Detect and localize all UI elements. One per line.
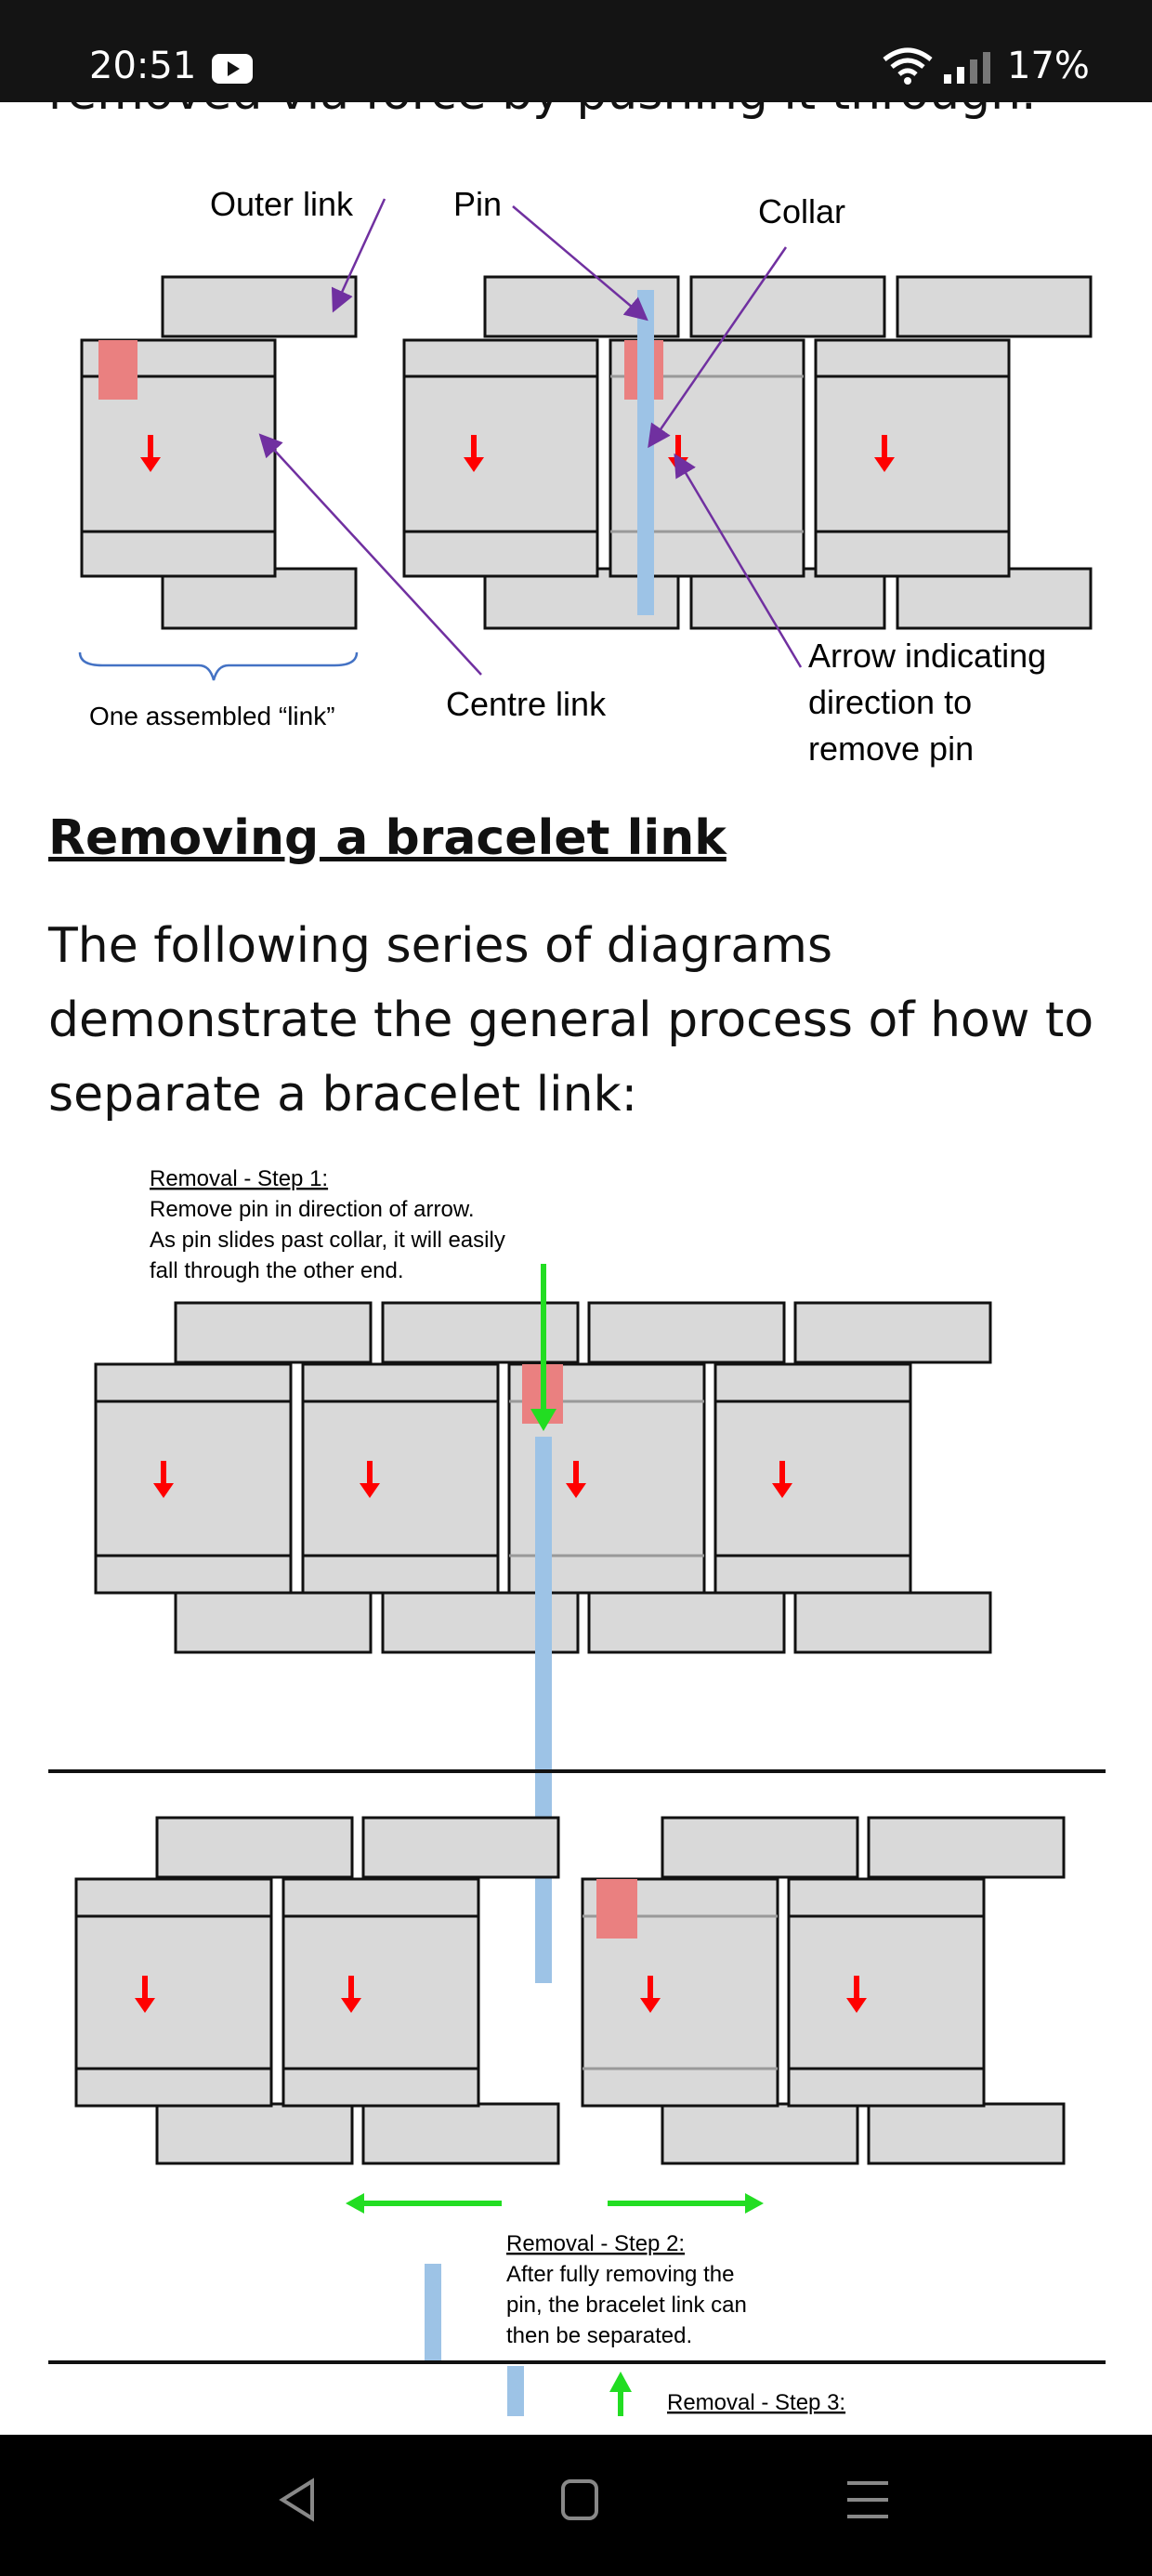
status-bar: 20:51 17% bbox=[0, 0, 1152, 102]
signal-icon bbox=[944, 52, 990, 84]
label-outer-link: Outer link bbox=[210, 185, 354, 223]
step2-line1: After fully removing the bbox=[506, 2262, 734, 2287]
step2-line2: pin, the bracelet link can bbox=[506, 2293, 747, 2318]
step1-line1: Remove pin in direction of arrow. bbox=[150, 1197, 475, 1222]
section-heading: Removing a bracelet link bbox=[48, 810, 727, 866]
label-one-assembled-link: One assembled “link” bbox=[89, 702, 335, 730]
step2-line3: then be separated. bbox=[506, 2323, 692, 2348]
label-arrow-line2: direction to bbox=[808, 683, 972, 721]
label-pin: Pin bbox=[453, 185, 502, 223]
label-centre-link: Centre link bbox=[446, 685, 607, 723]
back-icon[interactable] bbox=[275, 2472, 320, 2528]
step1-line3: fall through the other end. bbox=[150, 1258, 404, 1283]
wifi-icon bbox=[883, 47, 933, 85]
home-icon[interactable] bbox=[557, 2472, 602, 2528]
step1-line2: As pin slides past collar, it will easil… bbox=[150, 1228, 505, 1253]
intro-paragraph: The following series of diagrams demonst… bbox=[48, 918, 1094, 1123]
label-collar: Collar bbox=[758, 192, 845, 230]
label-arrow-line3: remove pin bbox=[808, 729, 974, 768]
recents-icon[interactable] bbox=[842, 2472, 894, 2528]
step1-title: Removal - Step 1: bbox=[150, 1166, 328, 1191]
status-time: 20:51 bbox=[89, 45, 197, 87]
battery-level: 17% bbox=[1007, 45, 1090, 87]
step3-title: Removal - Step 3: bbox=[667, 2390, 845, 2415]
bracelet-link-diagram: Outer link Pin Collar One assembled “lin… bbox=[78, 185, 1093, 768]
label-arrow-line1: Arrow indicating bbox=[808, 637, 1046, 675]
article-content: removed via force by pushing it through. bbox=[48, 65, 1106, 2416]
removal-steps-diagram: Removal - Step 1: Remove pin in directio… bbox=[48, 1166, 1106, 2416]
step2-title: Removal - Step 2: bbox=[506, 2231, 685, 2256]
navigation-bar bbox=[0, 2435, 1152, 2576]
youtube-icon bbox=[212, 54, 253, 84]
